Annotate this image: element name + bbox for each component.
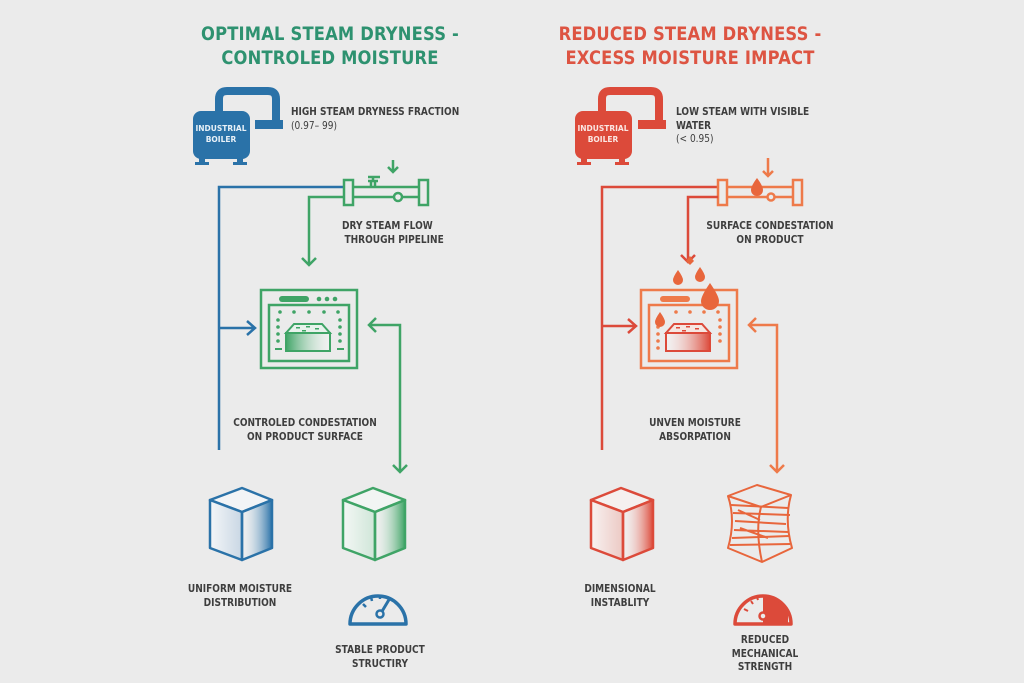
optimal-title-line2: CONTROLED MOISTURE — [221, 47, 439, 69]
reduced-cube-icon — [589, 486, 655, 562]
optimal-return-line — [367, 317, 408, 474]
optimal-result1-label: UNIFORM MOISTURE DISTRIBUTION — [183, 582, 298, 609]
optimal-steam-label-1: HIGH STEAM DRYNESS FRACTION — [291, 105, 460, 118]
optimal-steam-line — [217, 185, 345, 450]
optimal-boiler-icon: INDUSTRIAL BOILER — [193, 87, 283, 165]
optimal-cube-blue-icon — [208, 486, 274, 562]
reduced-pipeline-label: SURFACE CONDESTATION ON PRODUCT — [704, 219, 835, 246]
optimal-pipeline-label-2: THROUGH PIPELINE — [344, 232, 444, 246]
reduced-boiler-icon: INDUSTRIAL BOILER — [575, 87, 666, 165]
reduced-boiler-label-1: INDUSTRIAL — [577, 124, 628, 133]
optimal-title: OPTIMAL STEAM DRYNESS - CONTROLED MOISTU… — [184, 22, 476, 70]
reduced-title-line1: REDUCED STEAM DRYNESS - — [558, 23, 822, 45]
optimal-gauge-icon — [348, 594, 408, 626]
reduced-deformed-cube-icon — [727, 484, 793, 563]
optimal-pipeline-icon — [301, 160, 430, 267]
optimal-feed-arrow — [219, 320, 257, 336]
optimal-result1-label-1: UNIFORM MOISTURE — [187, 582, 293, 595]
reduced-steam-label-2: WATER — [676, 118, 712, 132]
optimal-chamber-icon — [259, 288, 359, 370]
reduced-boiler-label-2: BOILER — [588, 135, 619, 144]
optimal-pipeline-label-1: DRY STEAM FLOW — [342, 219, 433, 232]
reduced-return-line — [747, 317, 785, 474]
reduced-chamber-label-2: ABSORPATION — [659, 429, 731, 443]
reduced-chamber-icon — [639, 256, 739, 370]
optimal-title-line1: OPTIMAL STEAM DRYNESS - — [201, 23, 459, 45]
reduced-result1-label: DIMENSIONAL INSTABLITY — [571, 582, 669, 609]
reduced-steam-line — [600, 185, 718, 450]
optimal-chamber-label: CONTROLED CONDESTATION ON PRODUCT SURFAC… — [231, 416, 379, 443]
reduced-result3-label-1: REDUCED — [740, 633, 790, 646]
reduced-title-line2: EXCESS MOISTURE IMPACT — [565, 47, 815, 69]
reduced-result3-label-3: STRENGTH — [737, 660, 793, 673]
optimal-steam-label-2: (0.97– 99) — [291, 118, 337, 132]
reduced-steam-label-1: LOW STEAM WITH VISIBLE — [676, 105, 810, 118]
optimal-pipeline-label: DRY STEAM FLOW THROUGH PIPELINE — [342, 219, 444, 246]
optimal-boiler-label-1: INDUSTRIAL — [195, 124, 246, 133]
reduced-result1-label-2: INSTABLITY — [590, 595, 650, 609]
optimal-result2-label: STABLE PRODUCT STRUCTIRY — [327, 643, 434, 670]
optimal-result2-label-1: STABLE PRODUCT — [335, 643, 425, 656]
reduced-result3-label: REDUCED MECHANICAL STRENGTH — [720, 633, 810, 674]
reduced-gauge-icon — [733, 594, 793, 626]
reduced-pipeline-label-1: SURFACE CONDESTATION — [706, 219, 834, 232]
optimal-steam-label: HIGH STEAM DRYNESS FRACTION (0.97– 99) — [291, 105, 459, 132]
reduced-chamber-label-1: UNVEN MOISTURE — [649, 416, 741, 429]
optimal-chamber-label-2: ON PRODUCT SURFACE — [247, 429, 363, 443]
reduced-water-drop-icon — [751, 178, 763, 196]
reduced-chamber-label: UNVEN MOISTURE ABSORPATION — [638, 416, 753, 443]
reduced-pipeline-label-2: ON PRODUCT — [736, 232, 804, 246]
optimal-boiler-label-2: BOILER — [206, 135, 237, 144]
optimal-result1-label-2: DISTRIBUTION — [203, 595, 277, 609]
reduced-steam-label-3: (< 0.95) — [676, 132, 714, 145]
optimal-chamber-label-1: CONTROLED CONDESTATION — [233, 416, 377, 429]
optimal-result2-label-2: STRUCTIRY — [351, 656, 409, 670]
reduced-feed-arrow — [602, 318, 638, 334]
reduced-result3-label-2: MECHANICAL — [731, 646, 799, 660]
reduced-title: REDUCED STEAM DRYNESS - EXCESS MOISTURE … — [544, 22, 836, 70]
reduced-steam-label: LOW STEAM WITH VISIBLE WATER (< 0.95) — [676, 105, 809, 146]
reduced-result1-label-1: DIMENSIONAL — [584, 582, 656, 595]
reduced-pipeline-icon — [680, 158, 804, 264]
optimal-cube-green-icon — [341, 486, 407, 562]
